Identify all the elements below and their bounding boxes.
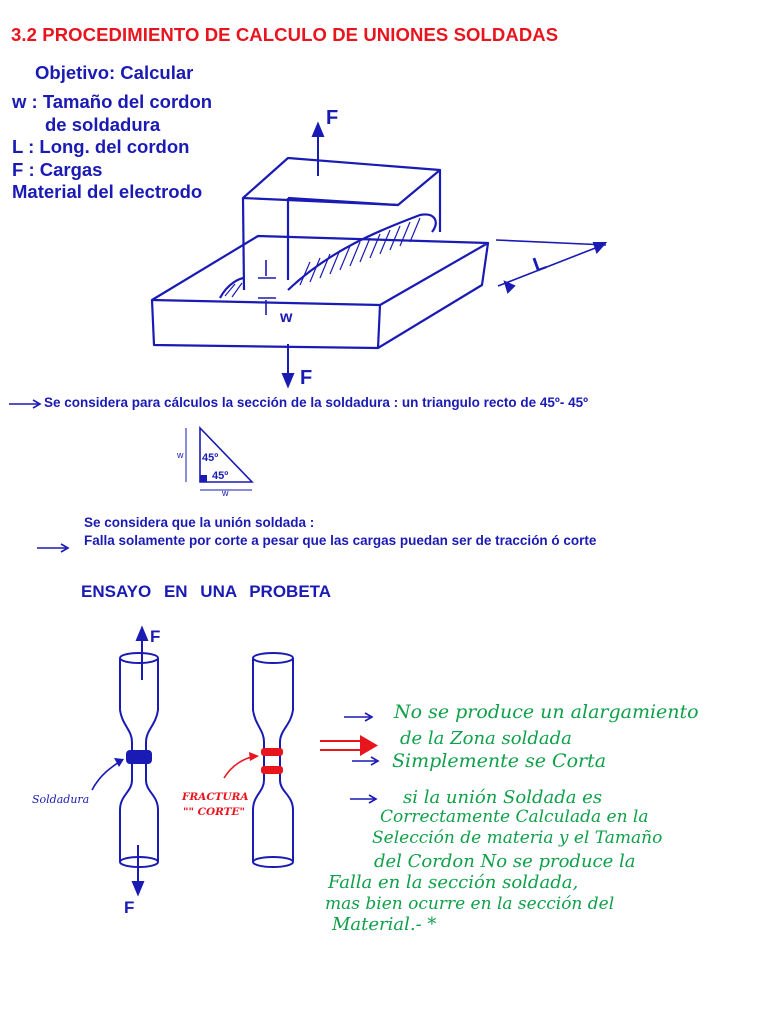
specimen-diagram: F F	[91, 625, 294, 917]
hand-line-8: Falla en la sección soldada,	[328, 872, 579, 893]
objective-text: Objetivo: Calcular	[35, 62, 194, 83]
angle-top: 45º	[202, 452, 218, 464]
specimen-force-top: F	[150, 627, 160, 646]
arrow-icon	[320, 735, 378, 756]
item-material: Material del electrodo	[12, 181, 203, 202]
hand-line-7: del Cordon No se produce la	[374, 851, 636, 872]
hand-line-3: Simplemente se Corta	[392, 750, 607, 772]
hand-line-2: de la Zona soldada	[400, 728, 572, 749]
force-label-bottom: F	[300, 367, 312, 389]
size-label: w	[279, 309, 293, 326]
variable-list: w : Tamaño del cordon de soldadura L : L…	[12, 91, 212, 204]
hand-line-9: mas bien ocurre en la sección del	[325, 894, 615, 914]
note-section: Se considera para cálculos la sección de…	[44, 395, 589, 410]
hand-line-6: Selección de materia y el Tamaño	[372, 828, 663, 848]
hand-line-5: Correctamente Calculada en la	[380, 807, 649, 827]
force-label-top: F	[326, 107, 338, 129]
item-w-cont: de soldadura	[45, 113, 161, 135]
weld-joint-diagram: F F L w	[150, 107, 608, 389]
triangle-diagram: 45º 45º w w	[176, 426, 254, 498]
section-heading: ENSAYO EN UNA PROBETA	[81, 582, 332, 601]
note2-line1: Se considera que la unión soldada :	[84, 515, 315, 530]
hand-line-1: No se produce un alargamiento	[394, 701, 699, 723]
arrow-icon	[9, 399, 42, 409]
note-weld-failure: Se considera que la unión soldada : Fall…	[84, 514, 596, 550]
item-L: L : Long. del cordon	[12, 136, 190, 157]
note2-line2: Falla solamente por corte a pesar que la…	[84, 533, 597, 548]
hand-line-10: Material.- *	[332, 914, 437, 935]
arrow-icon	[37, 543, 70, 553]
item-F: F : Cargas	[12, 158, 103, 180]
leg-left-label: w	[176, 450, 184, 460]
page-title: 3.2 PROCEDIMIENTO DE CALCULO DE UNIONES …	[11, 24, 559, 45]
leg-bottom-label: w	[221, 488, 229, 498]
weld-label: Soldadura	[32, 793, 90, 806]
fracture-label: FRACTURA	[182, 791, 249, 803]
angle-bottom: 45º	[212, 470, 228, 482]
fracture-label-2: "" CORTE"	[183, 806, 245, 818]
hand-line-4: si la unión Soldada es	[403, 787, 603, 808]
handwritten-arrows	[344, 712, 380, 804]
item-w: w : Tamaño del cordon	[12, 91, 213, 112]
specimen-force-bottom: F	[124, 898, 134, 917]
